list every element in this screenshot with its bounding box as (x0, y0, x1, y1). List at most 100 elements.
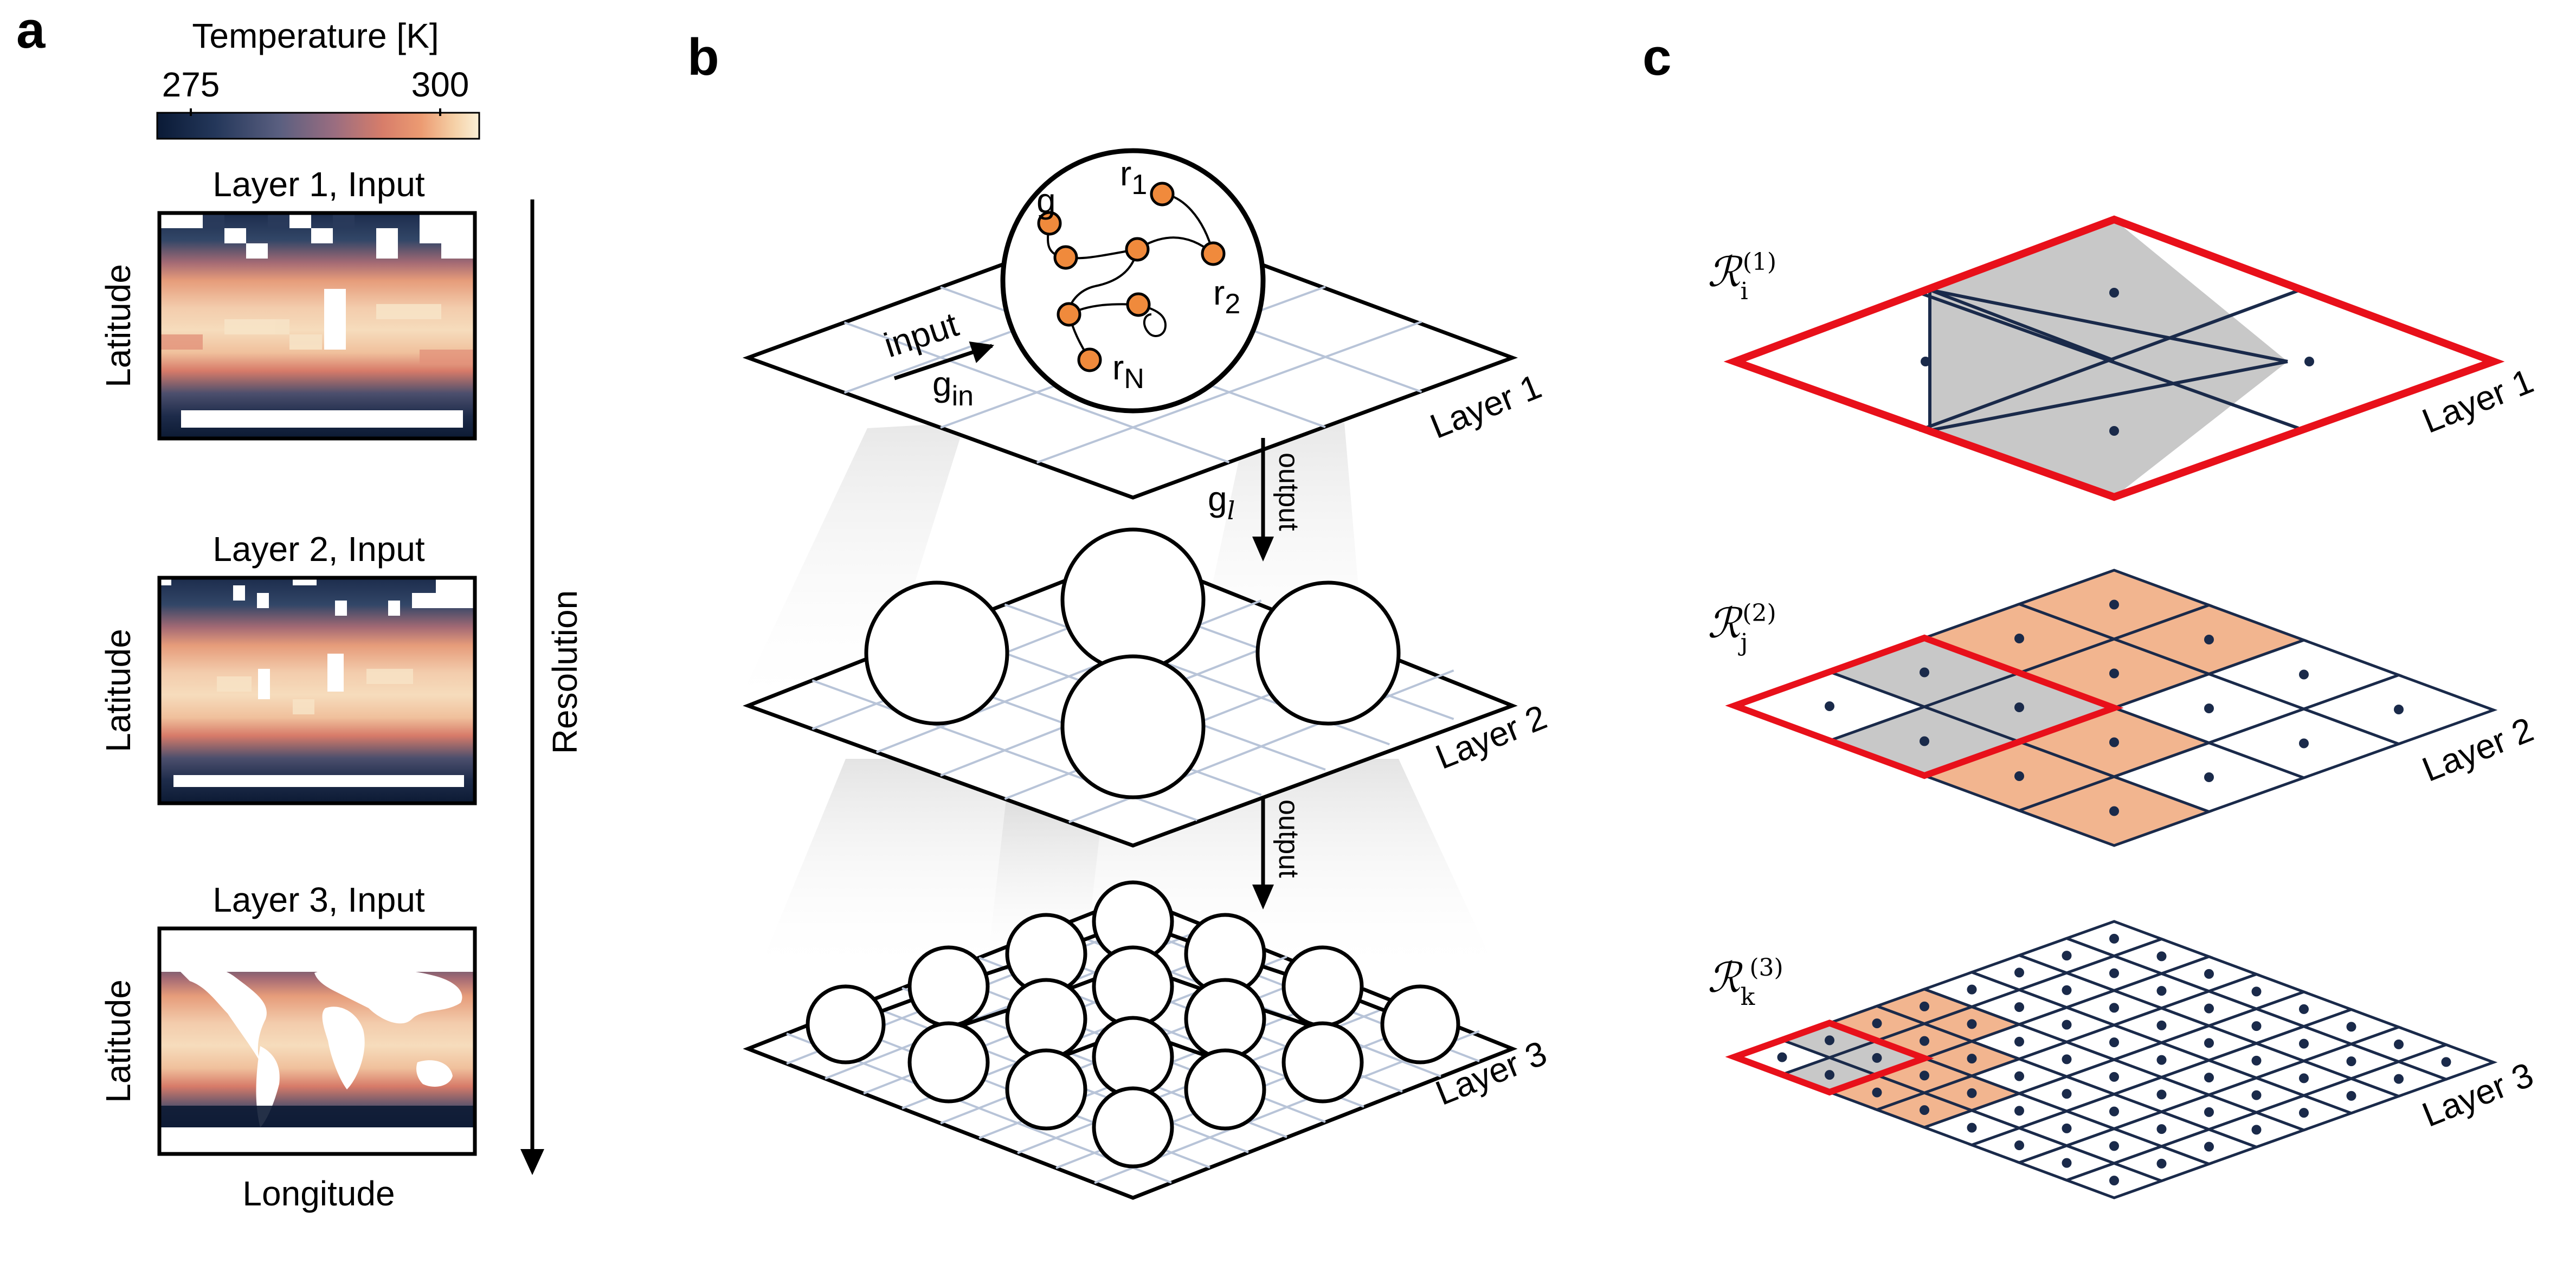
map-ylabel: Latitude (99, 629, 138, 752)
panel-c: c ℛi(1) (1643, 28, 2539, 1199)
cell-center (1920, 1070, 1929, 1081)
cell-center (2109, 1037, 2119, 1048)
reservoir-node (1060, 654, 1206, 799)
cell-center (2346, 1056, 2356, 1067)
map-ylabel: Latitude (99, 979, 138, 1103)
cell-center (1920, 1001, 1929, 1011)
reservoir-unit (1077, 347, 1102, 372)
cell-center (2394, 1039, 2404, 1049)
reservoir-node (864, 580, 1009, 726)
region-symbol: ℛi(1) (1708, 248, 1776, 305)
reservoir-node (1281, 1021, 1364, 1104)
cell-center (1777, 1052, 1787, 1062)
grid-line (1036, 320, 1422, 464)
cell-center (2346, 1091, 2356, 1101)
cell-center (2204, 969, 2214, 979)
cell-center (2109, 599, 2119, 610)
region-symbol: ℛj(2) (1708, 599, 1776, 656)
reservoir-unit (1126, 292, 1151, 317)
cell-center (2062, 985, 2072, 995)
cell-center (1920, 1105, 1929, 1115)
cell-center (2299, 738, 2309, 749)
cell-center (2299, 669, 2309, 680)
cell-center (2394, 1074, 2404, 1084)
cell-center (2204, 1003, 2214, 1014)
cell-center (1825, 1070, 1834, 1080)
cell-center (2062, 1089, 2072, 1099)
cell-center (2062, 1158, 2072, 1168)
cell-center (2062, 951, 2072, 961)
panel-label-c: c (1643, 28, 1671, 86)
reservoir-node (1092, 945, 1174, 1028)
cell-center (2251, 1055, 2262, 1066)
map-layer-3: Layer 3, Input Latitude Longitude (99, 880, 477, 1213)
reservoir-node (1092, 1086, 1174, 1169)
reservoir-unit (1201, 241, 1226, 266)
resolution-arrow: Resolution (520, 199, 584, 1175)
cell-center (2251, 1021, 2262, 1031)
map-ylabel: Latitude (99, 264, 138, 388)
reservoir-node (1255, 580, 1401, 726)
region-outline (1725, 1020, 1934, 1096)
g-l-label: gl (1208, 479, 1235, 525)
cell-center (2014, 1071, 2024, 1081)
cell-center (1967, 1088, 1977, 1098)
cell-center (2014, 1106, 2024, 1116)
output-label: output (1273, 453, 1304, 531)
cell-center (2014, 771, 2024, 781)
cell-center (2062, 1123, 2072, 1133)
cell-center (2014, 967, 2024, 978)
cell-center (2251, 1125, 2262, 1135)
reservoir-node (1005, 1048, 1087, 1131)
cell-center (2109, 1072, 2119, 1082)
cell-center (2109, 1003, 2119, 1013)
cell-center (2251, 986, 2262, 997)
cell-center (2346, 1022, 2356, 1032)
cell-center (2109, 1141, 2119, 1151)
g-in-label: gin (932, 364, 974, 412)
map-layer-1: Layer 1, Input Latitude (99, 165, 477, 441)
reservoir-r1-label: r1 (1120, 154, 1147, 201)
reservoir-node (907, 1021, 990, 1104)
region-outline (1725, 634, 2124, 779)
cell-center (2109, 968, 2119, 978)
panel-a: a Temperature [K] 275 300 Layer 1, Input… (16, 1, 584, 1213)
heatmap-layer-2 (159, 578, 475, 803)
heatmap-layer-1 (159, 213, 475, 438)
region-layer-1: ℛi(1) (1708, 215, 2539, 501)
cell-center (2109, 668, 2119, 679)
cell-center (1920, 736, 1929, 746)
cell-center (2109, 933, 2119, 944)
map-title: Layer 2, Input (212, 530, 425, 569)
cell-center (1967, 1054, 1977, 1064)
cell-center (2299, 1038, 2309, 1049)
region-symbol: ℛk(3) (1708, 953, 1783, 1011)
cell-center (2156, 1124, 2167, 1134)
reservoir-node (1092, 1016, 1174, 1098)
cell-center (2156, 1089, 2167, 1100)
cell-center (2441, 1057, 2451, 1067)
region-layer-2: ℛj(2) Layer 2 (1708, 569, 2539, 847)
cell-center (1872, 1053, 1882, 1063)
colorbar-title: Temperature [K] (192, 16, 439, 55)
cell-center (2014, 634, 2024, 643)
cell-center (2299, 1073, 2309, 1083)
map-title: Layer 1, Input (212, 165, 425, 204)
reservoir-unit (1037, 211, 1062, 236)
cell-center (2299, 1108, 2309, 1118)
cell-center (2204, 635, 2214, 644)
reservoir-node (806, 984, 886, 1064)
reservoir-g-label: g (1036, 181, 1056, 220)
reservoir-unit (1150, 182, 1175, 207)
cell-center (2014, 1140, 2024, 1151)
reservoirs-layer-3 (806, 880, 1460, 1169)
cell-center (2014, 1002, 2024, 1012)
cell-center (2394, 705, 2404, 714)
cell-center (2109, 806, 2119, 816)
cell-center (2156, 1055, 2167, 1065)
panel-label-a: a (16, 1, 46, 59)
reservoir-unit (1057, 302, 1081, 327)
map-frame (157, 211, 477, 441)
cell-center (2204, 1073, 2214, 1083)
